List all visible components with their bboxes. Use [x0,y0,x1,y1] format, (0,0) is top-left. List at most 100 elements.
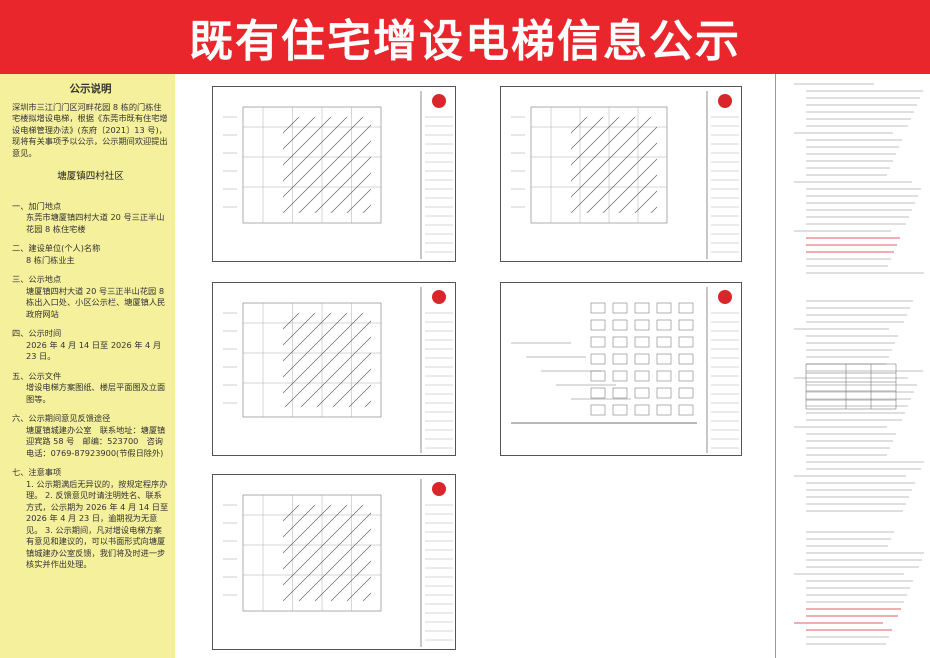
hatch-line [283,505,300,522]
hatch-line [699,117,742,213]
document-thumbnail [775,74,930,658]
notice-intro: 深圳市三江门门区河畔花园 8 栋的门栋住宅楼拟增设电梯，根据《东莞市既有住宅增设… [12,101,168,158]
hatch-line [571,117,572,118]
hatch-line [364,400,371,407]
section-body: 8 栋门栋业主 [26,254,75,265]
elevation-drawing [511,287,739,453]
window-mark [634,353,650,365]
hatch-line [571,126,657,213]
hatch-line [429,313,456,407]
section-drawing [223,479,456,647]
window-mark [612,336,628,348]
hatch-line [634,190,657,213]
drawing-sheet-3 [212,282,456,456]
floor-plan-drawing [223,287,456,453]
hatch-line [395,505,456,601]
drawing-sheet-4 [500,282,742,456]
window-mark [678,319,694,331]
hatch-line [283,117,284,118]
hatch-line [650,206,657,213]
hatch-line [330,560,371,601]
notice-sidebar: 公示说明 深圳市三江门门区河畔花园 8 栋的门栋住宅楼拟增设电梯，根据《东莞市既… [0,74,175,658]
window-mark [590,387,606,399]
hatch-line [683,117,742,213]
hatch-line [283,505,316,538]
hatch-line [715,117,742,213]
page-title: 既有住宅增设电梯信息公示 [189,16,741,67]
stamp-logo-icon [718,290,732,304]
community-name: 塘厦镇四村社区 [57,171,124,182]
notice-section: 二、建设单位(个人)名称 8 栋门栋业主 [12,243,169,266]
window-mark [656,353,672,365]
hatch-line [602,158,657,213]
hatch-line [283,505,284,506]
window-mark [656,319,672,331]
window-mark [678,336,694,348]
window-mark [678,353,694,365]
window-mark [590,404,606,416]
outer-wall [530,106,668,224]
stamp-logo-icon [432,290,446,304]
window-mark [612,370,628,382]
hatch-line [284,320,371,407]
window-mark [634,387,650,399]
hatch-line [571,117,652,198]
hatch-line [283,117,364,198]
outer-wall [242,302,382,418]
window-mark [656,404,672,416]
stamp-logo-icon [432,482,446,496]
hatch-line [571,117,620,166]
window-mark [590,353,606,365]
stamp-logo-icon [718,94,732,108]
hatch-line [283,313,284,314]
section-heading: 七、注意事项 [12,467,62,477]
hatch-line [346,188,371,213]
hatch-line [283,505,348,570]
window-mark [612,353,628,365]
window-mark [590,370,606,382]
hatch-line [348,384,371,407]
section-body: 1. 公示期满后无异议的，按规定程序办理。 2. 反馈意见时请注明姓名、联系方式… [26,478,169,570]
outer-wall [242,494,382,612]
window-mark [612,302,628,314]
notice-section: 七、注意事项 1. 公示期满后无异议的，按规定程序办理。 2. 反馈意见时请注明… [12,467,169,571]
hatch-line [362,592,371,601]
section-body: 2026 年 4 月 14 日至 2026 年 4 月 23 日。 [26,339,162,362]
hatch-line [298,140,371,213]
window-mark [590,319,606,331]
hatch-line [427,117,456,213]
hatch-line [283,124,371,213]
hatch-line [283,313,300,330]
window-mark [612,319,628,331]
window-mark [678,387,694,399]
notice-section: 一、加门地点 东莞市塘厦镇四村大道 20 号三正半山花园 8 栋住宅楼 [12,201,169,236]
hatch-line [283,313,332,362]
hatch-line [379,117,456,213]
window-mark [634,302,650,314]
section-body: 增设电梯方案图纸、楼层平面图及立面图等。 [26,382,166,404]
hatch-line [316,352,371,407]
notice-section: 五、公示文件 增设电梯方案图纸、楼层平面图及立面图等。 [12,371,169,406]
hatch-line [346,576,371,601]
window-mark [612,404,628,416]
section-heading: 四、公示时间 [12,328,62,338]
hatch-line [571,117,636,182]
window-mark [634,336,650,348]
hatch-line [283,313,316,346]
hatch-line [443,117,456,213]
hatch-line [411,117,456,213]
section-heading: 五、公示文件 [12,370,62,381]
hatch-line [445,313,456,407]
section-body: 东莞市塘厦镇四村大道 20 号三正半山花园 8 栋住宅楼 [26,212,165,234]
section-heading: 三、公示地点 [12,274,62,284]
hatch-line [571,117,588,134]
notice-section: 三、公示地点 塘厦镇四村大道 20 号三正半山花园 8 栋出入口处、小区公示栏、… [12,274,169,320]
notice-section: 四、公示时间 2026 年 4 月 14 日至 2026 年 4 月 23 日。 [12,328,169,363]
window-mark [678,404,694,416]
hatch-line [586,142,657,213]
hatch-line [314,156,371,213]
section-body: 塘厦镇城建办公室 联系地址：塘厦镇迎宾路 58 号 邮编：523700 咨询电话… [26,424,166,458]
window-mark [656,302,672,314]
hatch-line [411,505,456,601]
drawing-sheet-5 [212,474,456,650]
